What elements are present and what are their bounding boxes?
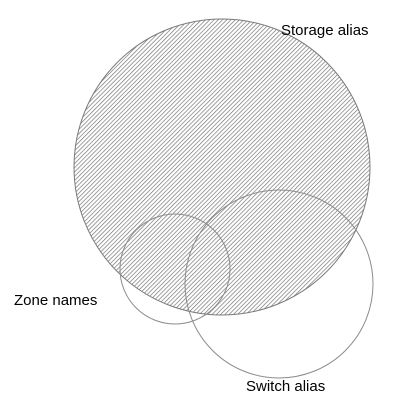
set-label-switch-alias: Switch alias [246,378,325,395]
set-circle-storage-alias [73,18,371,316]
set-label-zone-names: Zone names [14,292,97,309]
set-circle-zone-names [119,213,231,325]
set-circle-switch-alias [184,189,374,379]
set-label-storage-alias: Storage alias [281,22,369,39]
